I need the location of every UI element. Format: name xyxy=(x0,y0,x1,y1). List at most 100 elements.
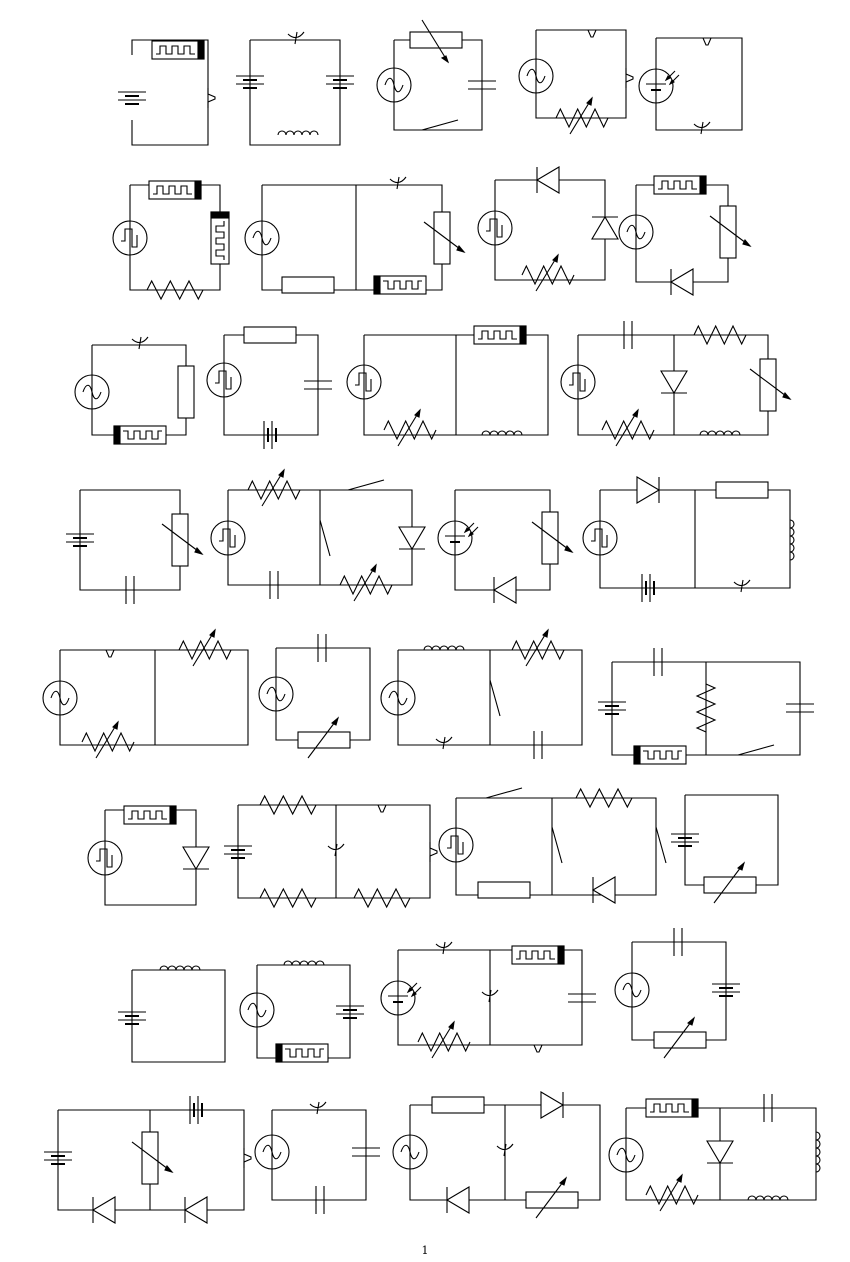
variable-box-resistor xyxy=(709,205,752,259)
square-wave-source xyxy=(346,364,382,400)
switch xyxy=(655,826,667,864)
square-wave-source xyxy=(210,520,246,556)
resistor xyxy=(431,1096,485,1114)
variable-resistor xyxy=(555,96,609,135)
variable-resistor xyxy=(417,1020,471,1059)
wire xyxy=(79,489,181,591)
variable-resistor xyxy=(521,253,575,292)
cross-mark xyxy=(435,736,453,750)
heater-element xyxy=(148,180,202,200)
battery xyxy=(189,1096,203,1124)
photo-cell xyxy=(638,68,680,104)
wire xyxy=(249,39,341,146)
zigzag-resistor xyxy=(695,683,717,733)
page-number: 1 xyxy=(421,1244,429,1257)
diode xyxy=(445,1186,470,1214)
capacitor xyxy=(317,634,327,662)
inductor xyxy=(159,965,201,971)
ac-source xyxy=(244,220,280,256)
wire xyxy=(271,1109,367,1201)
heater-element xyxy=(210,211,230,265)
square-wave-source xyxy=(206,362,242,398)
capacitor xyxy=(568,993,596,1003)
inductor xyxy=(699,430,741,436)
wire xyxy=(275,647,371,741)
diode xyxy=(591,215,619,240)
zigzag-resistor xyxy=(693,324,747,346)
cross-mark xyxy=(389,176,407,190)
cross-mark xyxy=(309,1101,327,1115)
ac-source xyxy=(518,58,554,94)
cross-mark xyxy=(733,579,751,593)
fuse-gap xyxy=(528,1044,548,1053)
wire xyxy=(59,649,249,746)
battery xyxy=(263,421,277,449)
fuse-gap xyxy=(625,68,634,88)
wire xyxy=(611,661,801,756)
variable-box-resistor xyxy=(749,358,792,412)
capacitor xyxy=(623,321,633,349)
variable-resistor xyxy=(511,628,565,667)
ac-source xyxy=(376,67,412,103)
diode xyxy=(182,846,210,871)
diode xyxy=(669,268,694,296)
switch xyxy=(319,519,331,557)
diode xyxy=(91,1196,116,1224)
cross-mark xyxy=(693,121,711,135)
battery xyxy=(236,75,264,89)
capacitor xyxy=(125,576,135,604)
inductor xyxy=(815,1131,821,1173)
diode xyxy=(591,876,616,904)
switch xyxy=(485,787,523,799)
capacitor xyxy=(304,380,332,390)
square-wave-source xyxy=(112,220,148,256)
heater-element xyxy=(373,275,427,295)
capacitor xyxy=(786,703,814,713)
diode xyxy=(636,476,661,504)
ac-source xyxy=(239,992,275,1028)
wire xyxy=(625,1107,817,1201)
fuse-gap xyxy=(372,804,392,813)
variable-resistor xyxy=(383,408,437,447)
square-wave-source xyxy=(477,210,513,246)
switch xyxy=(551,826,563,864)
wire xyxy=(455,797,657,896)
fuse-gap xyxy=(243,1148,252,1168)
heater-element xyxy=(653,175,707,195)
cross-mark xyxy=(435,941,453,955)
variable-box-resistor xyxy=(131,1131,174,1185)
heater-element xyxy=(123,805,177,825)
resistor xyxy=(477,881,531,899)
cross-mark xyxy=(496,1143,514,1157)
heater-element xyxy=(113,425,167,445)
capacitor xyxy=(352,1147,380,1157)
variable-resistor xyxy=(601,408,655,447)
ac-source xyxy=(608,1137,644,1173)
wire xyxy=(655,37,743,131)
battery xyxy=(598,701,626,715)
wire xyxy=(409,1104,601,1201)
variable-resistor xyxy=(81,720,135,759)
resistor xyxy=(243,326,297,344)
heater-element xyxy=(473,325,527,345)
wire xyxy=(393,39,483,131)
switch xyxy=(421,119,459,131)
square-wave-source xyxy=(438,827,474,863)
square-wave-source xyxy=(582,520,618,556)
variable-resistor xyxy=(339,563,393,602)
fuse-gap xyxy=(100,649,120,658)
wire xyxy=(631,941,727,1041)
variable-box-resistor xyxy=(653,1016,707,1059)
variable-box-resistor xyxy=(525,1176,579,1219)
variable-box-resistor xyxy=(423,211,466,265)
inductor xyxy=(423,645,465,651)
cross-mark xyxy=(327,843,345,857)
battery xyxy=(326,75,354,89)
diode xyxy=(540,1091,565,1119)
wire xyxy=(91,344,187,436)
wire xyxy=(223,334,319,436)
wire xyxy=(131,969,226,1063)
capacitor xyxy=(763,1094,773,1122)
wire xyxy=(454,489,551,591)
